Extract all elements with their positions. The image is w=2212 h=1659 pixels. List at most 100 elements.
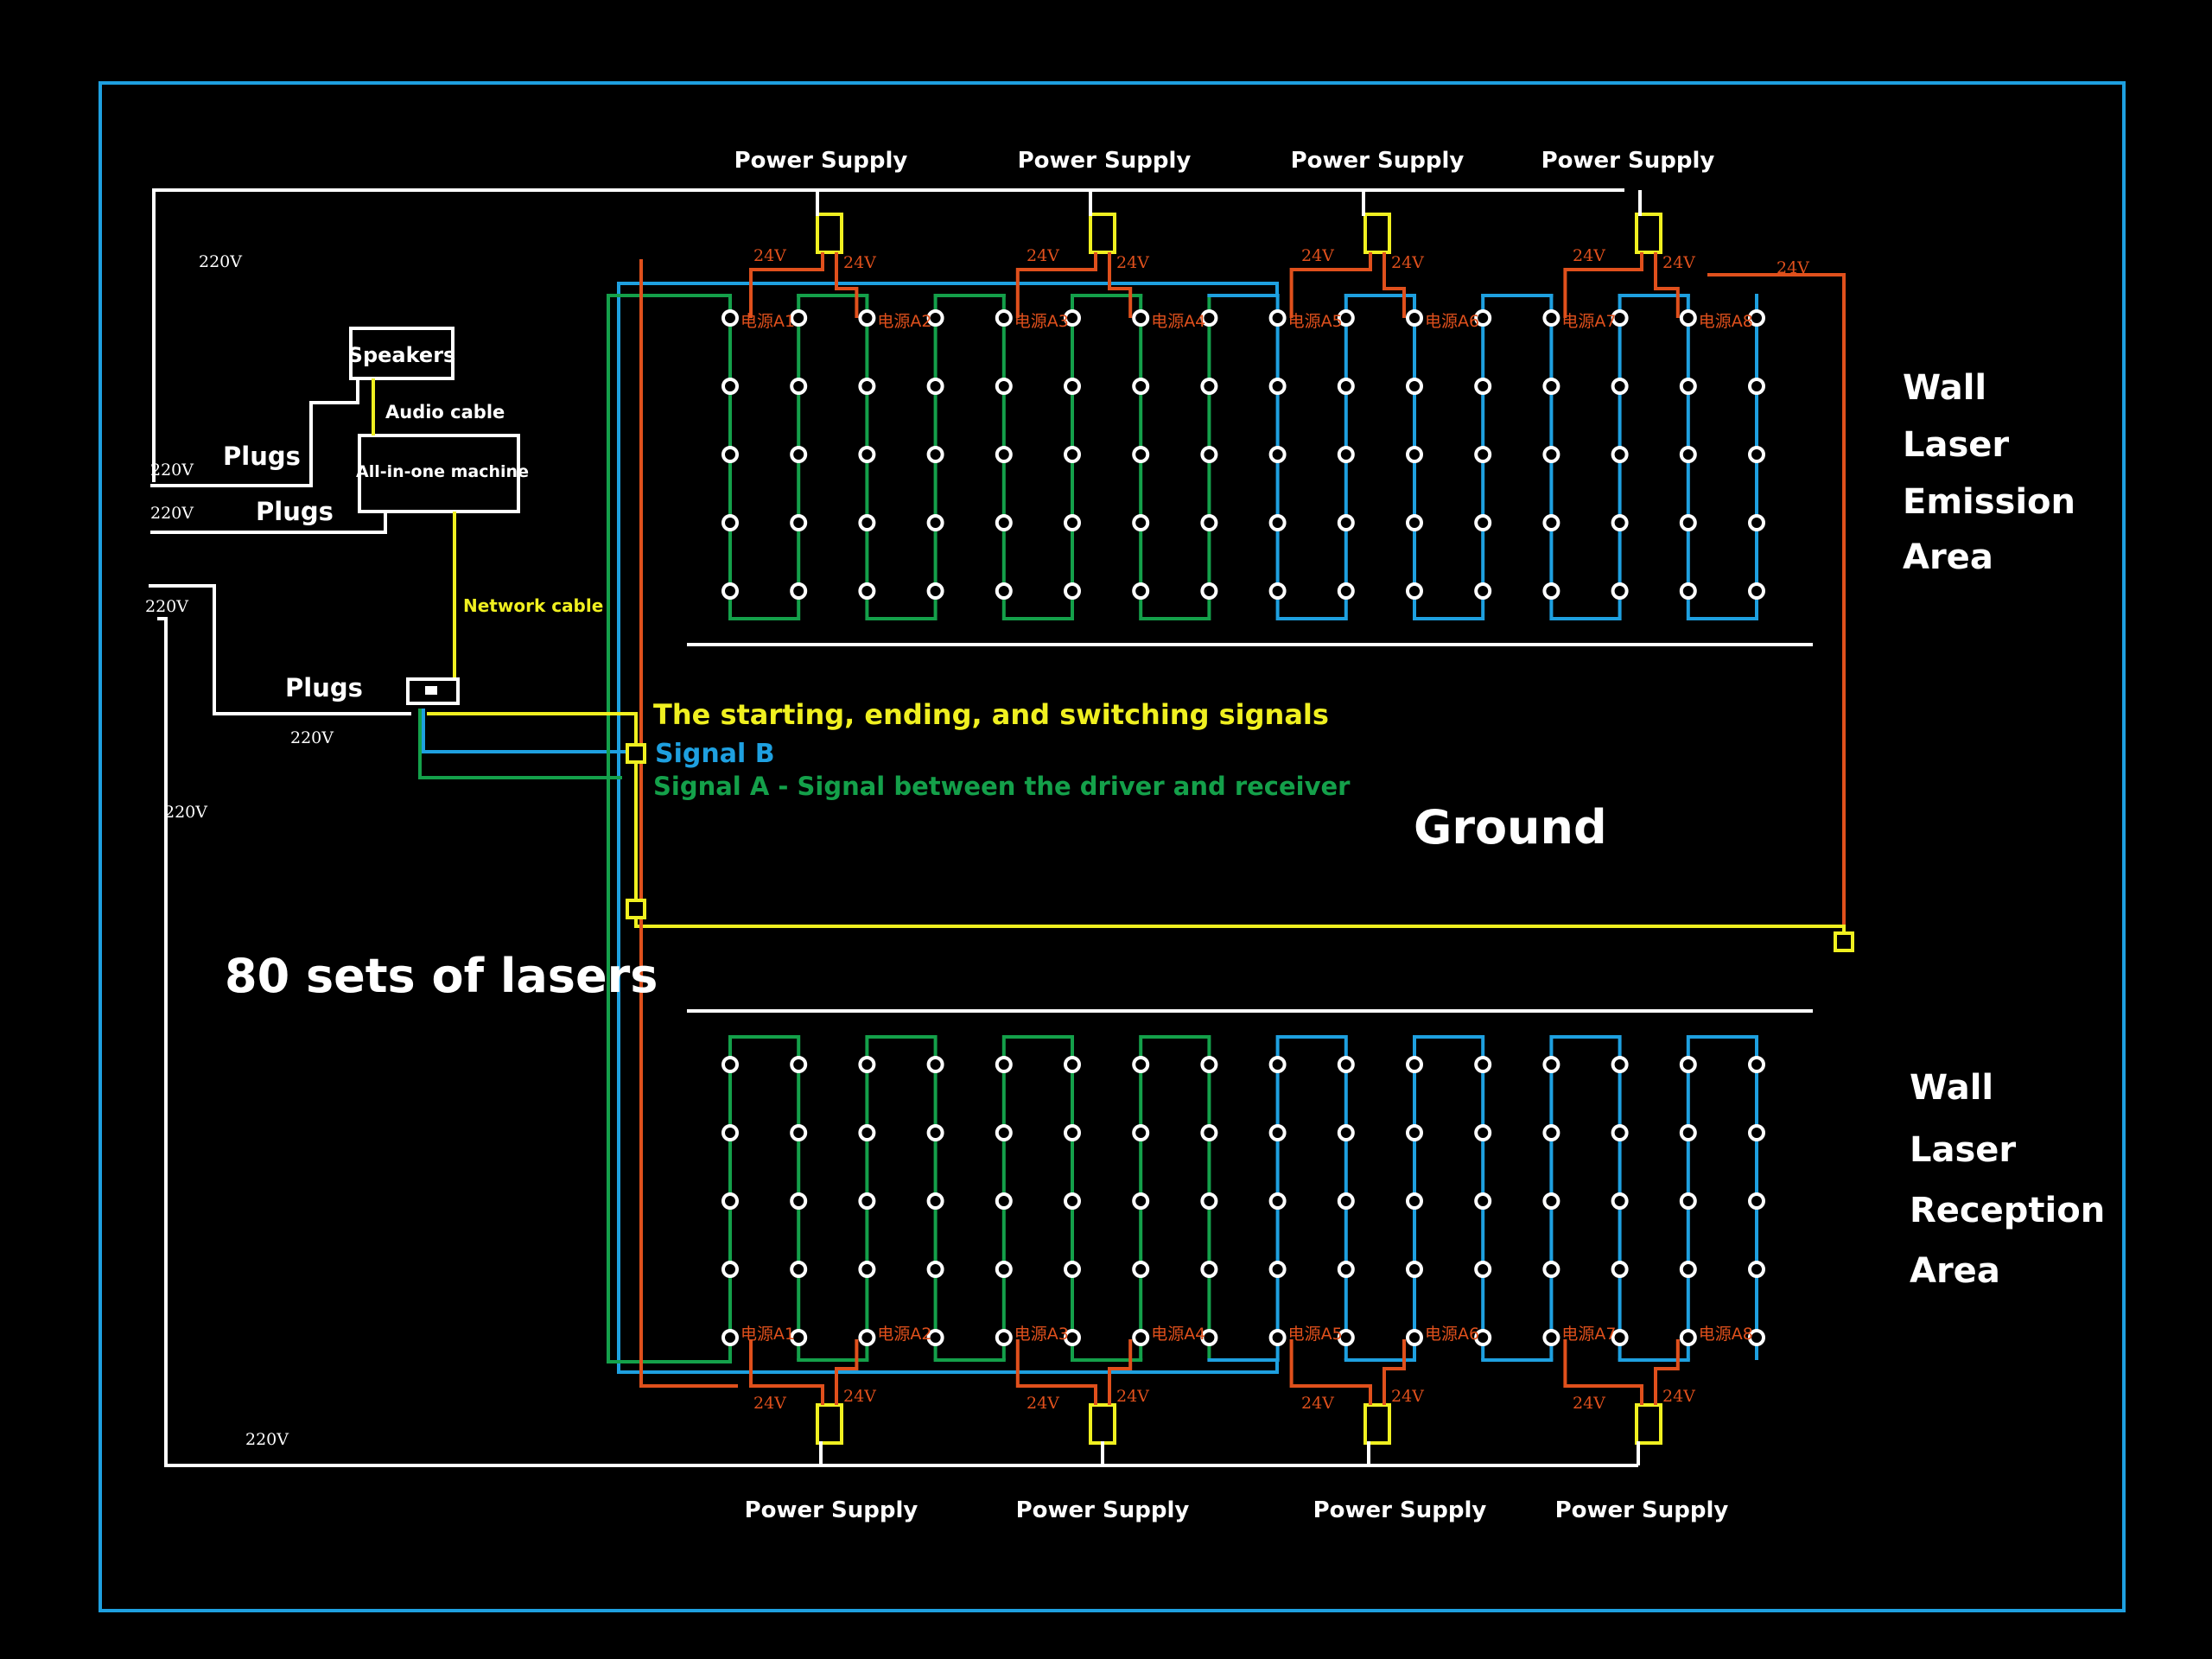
laser-emitter-node <box>1474 582 1492 600</box>
laser-emitter-node <box>1748 446 1765 463</box>
laser-emitter-node <box>1200 582 1218 600</box>
dc-24v-top-b-2: 24V <box>1116 253 1149 272</box>
laser-receiver-node <box>858 1261 876 1278</box>
channel-label-bottom-2: 电源A2 <box>877 1325 931 1344</box>
laser-link-top-4 <box>1207 294 1280 297</box>
laser-receiver-node <box>926 1192 944 1210</box>
laser-receiver-node <box>1132 1124 1150 1141</box>
laser-receiver-node <box>1132 1261 1150 1278</box>
svg-text:Emission: Emission <box>1903 482 2075 522</box>
laser-receiver-node <box>1679 1056 1697 1073</box>
channel-label-bottom-5: 电源A5 <box>1288 1325 1343 1344</box>
laser-receiver-node <box>1474 1329 1492 1346</box>
power-supply-block-top-4 <box>1635 213 1662 254</box>
laser-loop-bottom-8 <box>1686 1035 1758 1360</box>
power-supply-top-4: Power Supply <box>1541 148 1715 174</box>
dc-24v-top-b-4: 24V <box>1662 253 1695 272</box>
laser-emitter-node <box>1474 309 1492 327</box>
laser-receiver-node <box>1748 1329 1765 1346</box>
laser-emitter-node <box>1611 446 1629 463</box>
audio-cable-label: Audio cable <box>385 402 505 423</box>
channel-label-bottom-1: 电源A1 <box>741 1325 795 1344</box>
laser-emitter-node <box>858 582 876 600</box>
laser-receiver-node <box>1064 1261 1081 1278</box>
laser-emitter-node <box>926 378 944 395</box>
laser-receiver-node <box>1268 1056 1287 1073</box>
power-supply-block-top-2 <box>1089 213 1116 254</box>
laser-link-bottom-1 <box>797 1358 869 1362</box>
laser-emitter-node <box>1064 582 1081 600</box>
laser-receiver-node <box>995 1124 1013 1141</box>
laser-emitter-node <box>995 446 1013 463</box>
power-supply-block-bottom-4 <box>1635 1403 1662 1445</box>
ground-label: Ground <box>1414 800 1607 855</box>
signal-junction-2 <box>626 899 646 919</box>
signal-b-bus-bottom <box>617 753 1279 1374</box>
laser-emitter-node <box>1132 309 1150 327</box>
power-24v-top-a-3 <box>1289 252 1372 318</box>
laser-receiver-node <box>858 1056 876 1073</box>
laser-receiver-node <box>721 1261 739 1278</box>
laser-receiver-node <box>995 1261 1013 1278</box>
voltage-220v-1: 220V <box>199 252 242 271</box>
laser-emitter-node <box>995 514 1013 531</box>
laser-emitter-node <box>1132 514 1150 531</box>
channel-label-top-5: 电源A5 <box>1288 312 1343 331</box>
dc-24v-bottom-b-3: 24V <box>1391 1387 1424 1406</box>
laser-receiver-node <box>995 1329 1013 1346</box>
power-supply-block-bottom-2 <box>1089 1403 1116 1445</box>
channel-label-bottom-7: 电源A7 <box>1561 1325 1616 1344</box>
signal-junction-3 <box>1834 931 1854 952</box>
laser-emitter-node <box>1679 446 1697 463</box>
laser-emitter-node <box>1474 378 1492 395</box>
laser-loop-top-3 <box>1001 294 1074 620</box>
laser-link-bottom-2 <box>933 1358 1006 1362</box>
laser-receiver-node <box>858 1329 876 1346</box>
power-24v-bottom-a-3 <box>1289 1339 1372 1405</box>
laser-emitter-node <box>926 446 944 463</box>
laser-receiver-node <box>790 1192 808 1210</box>
dc-24v-top-b-1: 24V <box>843 253 876 272</box>
laser-emitter-node <box>1611 378 1629 395</box>
laser-emitter-node <box>790 309 808 327</box>
laser-receiver-node <box>1679 1261 1697 1278</box>
signal-a-label: Signal A - Signal between the driver and… <box>653 772 1351 801</box>
laser-receiver-node <box>858 1124 876 1141</box>
laser-receiver-node <box>1337 1124 1355 1141</box>
channel-label-bottom-8: 电源A8 <box>1699 1325 1753 1344</box>
laser-receiver-node <box>1679 1124 1697 1141</box>
laser-emitter-node <box>858 446 876 463</box>
laser-emitter-node <box>721 514 739 531</box>
laser-emitter-node <box>1268 446 1287 463</box>
channel-label-top-6: 电源A6 <box>1425 312 1479 331</box>
laser-link-top-6 <box>1481 294 1554 297</box>
voltage-220v-3: 220V <box>150 504 194 523</box>
laser-emitter-node <box>1132 378 1150 395</box>
svg-text:Wall: Wall <box>1903 368 1986 408</box>
power-supply-block-bottom-1 <box>816 1403 843 1445</box>
laser-receiver-node <box>1406 1056 1423 1073</box>
channel-label-top-8: 电源A8 <box>1699 312 1753 331</box>
voltage-220v-6: 220V <box>164 803 207 822</box>
power-supply-top-3: Power Supply <box>1291 148 1465 174</box>
laser-emitter-node <box>926 582 944 600</box>
laser-receiver-node <box>1406 1124 1423 1141</box>
reception-area-label: Wall Laser Reception Area <box>1910 1068 2105 1291</box>
laser-loop-top-7 <box>1549 294 1622 620</box>
dc-24v-bottom-a-2: 24V <box>1027 1394 1059 1413</box>
laser-receiver-node <box>1748 1192 1765 1210</box>
laser-link-bottom-6 <box>1481 1358 1554 1362</box>
laser-emitter-node <box>1268 378 1287 395</box>
laser-receiver-node <box>1474 1261 1492 1278</box>
laser-loop-top-1 <box>728 294 801 620</box>
dc-24v-top-a-2: 24V <box>1027 246 1059 265</box>
laser-emitter-node <box>1542 582 1560 600</box>
mains-wiring <box>149 188 1642 1467</box>
emission-area-label: Wall Laser Emission Area <box>1903 368 2075 577</box>
laser-link-bottom-5 <box>1344 1358 1416 1362</box>
power-supply-block-bottom-3 <box>1363 1403 1391 1445</box>
laser-emitter-node <box>1337 582 1355 600</box>
power-24v-top-a-1 <box>749 252 824 318</box>
laser-sets-label: 80 sets of lasers <box>225 949 658 1003</box>
laser-loop-top-5 <box>1275 294 1348 620</box>
